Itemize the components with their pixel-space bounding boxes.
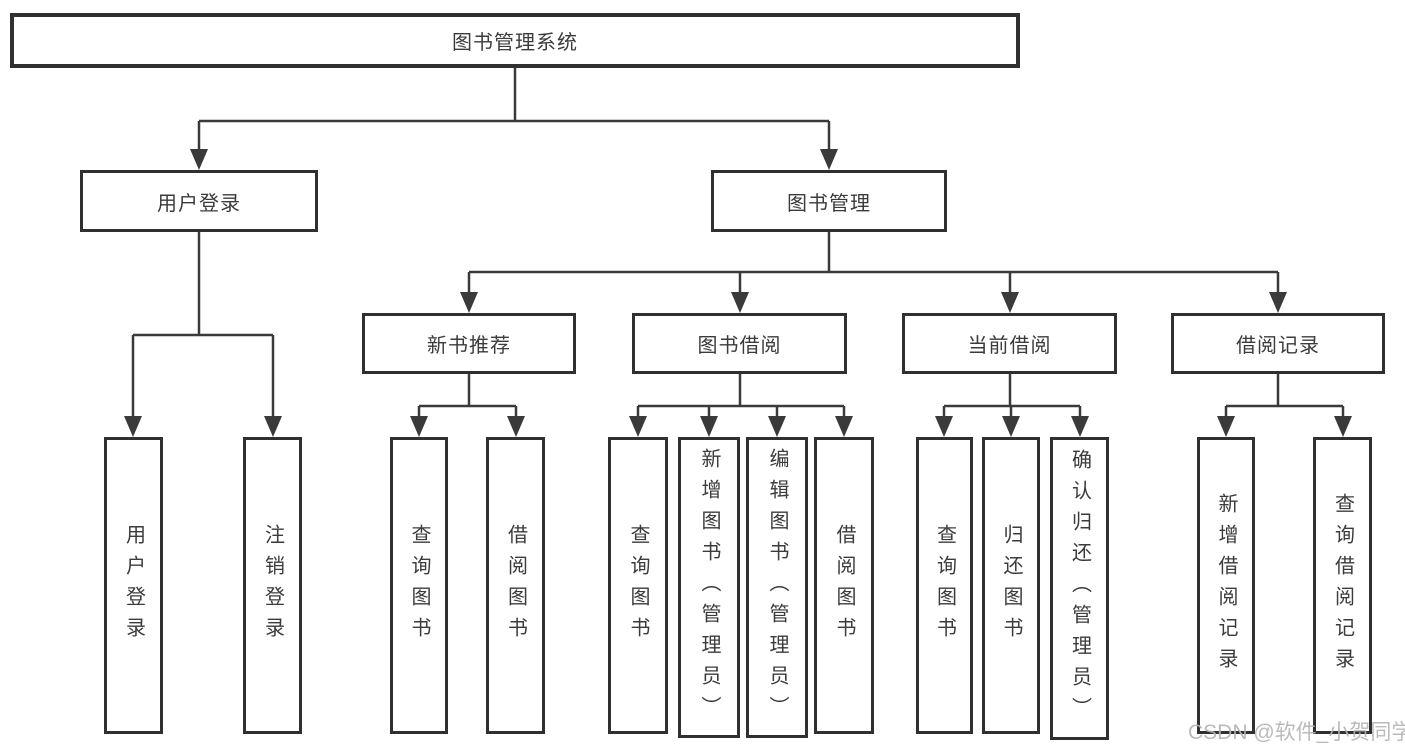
leaf-label: 查询图书 bbox=[408, 523, 430, 648]
leaf-user-login: 用户登录 bbox=[104, 437, 163, 734]
leaf-label: 查询借阅记录 bbox=[1331, 492, 1354, 679]
leaf-label: 确认归还（管理员） bbox=[1068, 449, 1091, 728]
node-current-borrowing: 当前借阅 bbox=[902, 313, 1117, 374]
leaf-label: 借阅图书 bbox=[504, 523, 527, 648]
leaf-label: 查询图书 bbox=[627, 523, 649, 648]
leaf-label: 用户登录 bbox=[122, 523, 145, 648]
node-user-login: 用户登录 bbox=[80, 170, 318, 232]
leaf-confirm-return-admin: 确认归还（管理员） bbox=[1050, 437, 1109, 740]
leaf-label: 查询图书 bbox=[933, 523, 956, 648]
leaf-label: 注销登录 bbox=[261, 523, 284, 648]
leaf-label: 归还图书 bbox=[1000, 523, 1022, 648]
leaf-return-books: 归还图书 bbox=[982, 437, 1040, 734]
leaf-label: 新增图书（管理员） bbox=[698, 448, 720, 727]
node-book-borrowing: 图书借阅 bbox=[632, 313, 847, 374]
leaf-logout-login: 注销登录 bbox=[243, 437, 302, 734]
leaf-edit-books-admin: 编辑图书（管理员） bbox=[746, 437, 808, 738]
leaf-label: 借阅图书 bbox=[833, 523, 855, 648]
leaf-add-borrow-record: 新增借阅记录 bbox=[1197, 437, 1255, 734]
leaf-query-books-recommend: 查询图书 bbox=[390, 437, 448, 734]
node-new-book-recommend: 新书推荐 bbox=[362, 313, 576, 374]
leaf-borrow-books-recommend: 借阅图书 bbox=[486, 437, 545, 734]
leaf-borrow-books-borrow: 借阅图书 bbox=[814, 437, 874, 734]
leaf-label: 编辑图书（管理员） bbox=[766, 448, 788, 727]
leaf-query-books-current: 查询图书 bbox=[916, 437, 973, 734]
node-book-management: 图书管理 bbox=[711, 170, 947, 232]
leaf-query-borrow-record: 查询借阅记录 bbox=[1313, 437, 1372, 734]
node-library-system: 图书管理系统 bbox=[10, 13, 1020, 68]
node-borrowing-records: 借阅记录 bbox=[1171, 313, 1385, 374]
leaf-query-books-borrow: 查询图书 bbox=[608, 437, 668, 734]
leaf-add-books-admin: 新增图书（管理员） bbox=[678, 437, 740, 738]
watermark: CSDN @软件_小贺同学 bbox=[1188, 721, 1405, 744]
leaf-label: 新增借阅记录 bbox=[1215, 492, 1237, 679]
